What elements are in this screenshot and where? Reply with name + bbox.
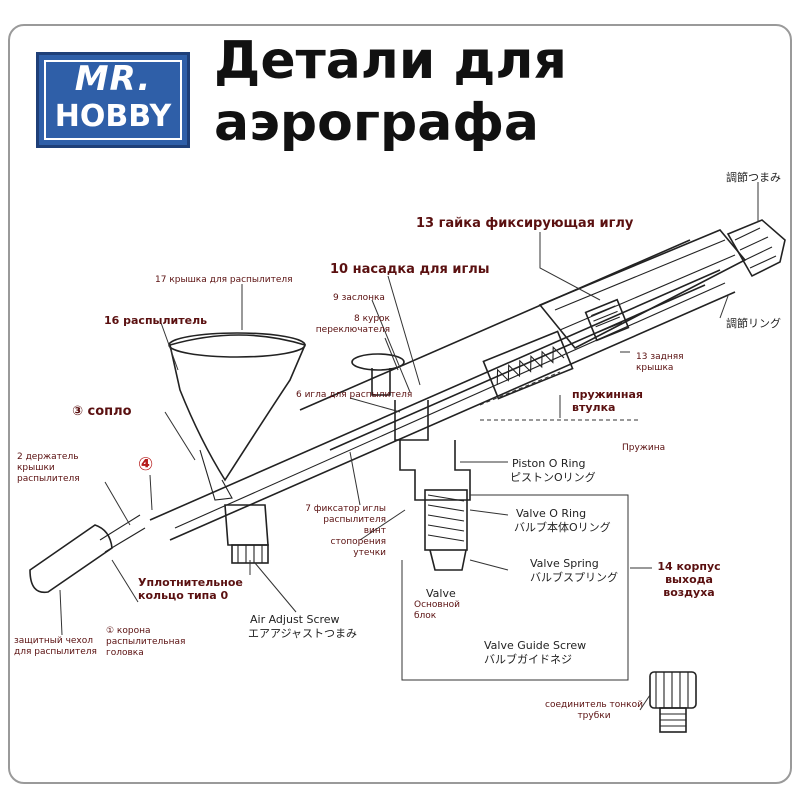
label-valve-guide-jp: バルブガイドネジ: [484, 653, 572, 666]
label-spring: Пружина: [622, 443, 666, 453]
label-spring-sleeve: пружинная втулка: [572, 388, 643, 414]
logo-text-top: MR.: [74, 59, 152, 99]
spring-drawing: [482, 330, 574, 400]
mr-hobby-logo: MR. HOBBY: [36, 52, 190, 148]
label-valve-oring-jp: バルブ本体Oリング: [514, 521, 611, 534]
label-air-adjust-en: Air Adjust Screw: [250, 613, 340, 626]
label-valve-9: 9 заслонка: [333, 293, 385, 303]
label-piston-oring-jp: ピストンOリング: [510, 471, 596, 484]
label-cap-holder: 2 держатель крышки распылителя: [17, 452, 80, 484]
label-adjust-ring: 調節リング: [726, 317, 781, 330]
label-leak-screw: винт стопорения утечки: [330, 526, 387, 558]
logo-text-bottom: HOBBY: [54, 99, 172, 134]
label-trigger: 8 курок переключателя: [315, 314, 390, 335]
needle-nut: [726, 219, 786, 278]
title-line-2: аэрографа: [214, 93, 540, 153]
label-needle-nozzle: 10 насадка для иглы: [330, 262, 490, 277]
rear-handle: [538, 229, 747, 350]
label-tube-connector: соединитель тонкой трубки: [545, 700, 643, 721]
label-sprayer-cap: 17 крышка для распылителя: [155, 275, 293, 285]
label-valve-en: Valve: [426, 587, 456, 600]
label-air-adjust-jp: エアアジャストつまみ: [248, 627, 358, 640]
paint-cup: [168, 332, 307, 501]
logo-border: [44, 60, 182, 140]
label-valve-guide-en: Valve Guide Screw: [484, 639, 587, 652]
valve-block: [399, 440, 471, 571]
trigger: [351, 353, 429, 441]
label-air-body: 14 корпус выхода воздуха: [657, 560, 721, 599]
label-seal-ring: Уплотнительное кольцо типа 0: [138, 576, 243, 602]
outer-frame: [8, 24, 792, 784]
label-needle-fixer: 7 фиксатор иглы распылителя: [305, 504, 386, 525]
guide-piece: [584, 298, 630, 342]
nozzle-cap: [29, 514, 146, 594]
barrel: [149, 239, 736, 541]
label-marker-4: ④: [138, 454, 154, 475]
tube-connector: [649, 671, 697, 733]
label-valve-spring-jp: バルブスプリング: [530, 571, 618, 584]
label-nozzle: ③ сопло: [72, 404, 132, 419]
label-rear-cap: 13 задняя крышка: [636, 352, 684, 373]
label-sprayer: 16 распылитель: [104, 314, 208, 327]
label-main-block: Основной блок: [414, 600, 460, 621]
label-protective-cap: защитный чехол для распылителя: [14, 636, 97, 657]
title-line-1: Детали для: [214, 31, 567, 91]
label-piston-oring-en: Piston O Ring: [512, 457, 586, 470]
label-valve-oring-en: Valve O Ring: [516, 507, 587, 520]
page-title: Детали для аэрографа: [214, 30, 567, 154]
label-crown: ① корона распылительная головка: [106, 626, 186, 658]
label-needle-nut: 13 гайка фиксирующая иглу: [416, 216, 634, 231]
label-valve-spring-en: Valve Spring: [530, 557, 599, 570]
label-needle: 6 игла для распылителя: [296, 390, 413, 400]
label-adjust-knob: 調節つまみ: [726, 171, 781, 184]
valve-callout-box: [401, 494, 629, 681]
leader-lines: [59, 182, 759, 711]
